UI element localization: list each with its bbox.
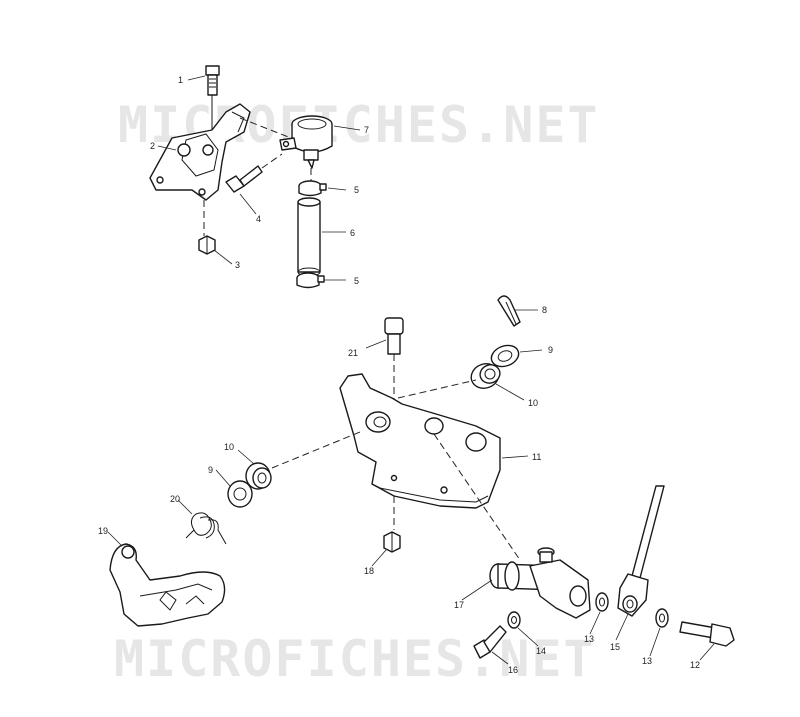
callout-9-lower: 9: [208, 465, 213, 475]
callout-14: 14: [536, 646, 546, 656]
callout-8: 8: [542, 305, 547, 315]
callout-5-lower: 5: [354, 276, 359, 286]
callout-13-right: 13: [642, 656, 652, 666]
part-5-clamp-upper: [298, 180, 327, 197]
callout-15: 15: [610, 642, 620, 652]
part-5-clamp-lower: [296, 272, 325, 289]
part-2-bracket: [149, 103, 297, 236]
callout-3: 3: [235, 260, 240, 270]
part-18-nut: [383, 531, 401, 553]
part-13-washer-left: [595, 592, 609, 612]
part-15-rod-end: [617, 485, 665, 617]
callout-1: 1: [178, 75, 183, 85]
callout-6: 6: [350, 228, 355, 238]
callout-11: 11: [532, 452, 541, 462]
callout-4: 4: [256, 214, 261, 224]
part-17-shaft: [489, 547, 591, 619]
part-10-bushing-upper: [470, 363, 501, 389]
callout-20: 20: [170, 494, 180, 504]
callout-9-upper: 9: [548, 345, 553, 355]
callout-5-upper: 5: [354, 185, 359, 195]
callout-19: 19: [98, 526, 108, 536]
leader-lines: [107, 75, 715, 665]
part-20-spring: [185, 512, 227, 545]
callout-17: 17: [454, 600, 464, 610]
callout-12: 12: [690, 660, 700, 670]
part-11-main-bracket: [339, 373, 521, 561]
callout-10-upper: 10: [528, 398, 538, 408]
callout-21: 21: [348, 348, 358, 358]
part-7-reservoir: [279, 115, 333, 182]
part-12-bolt: [679, 621, 735, 647]
part-8-cotter-pin: [497, 295, 521, 327]
part-16-bolt: [473, 625, 507, 659]
part-9-washer-upper: [490, 344, 520, 368]
part-14-washer: [507, 611, 521, 629]
part-4-bolt: [225, 153, 283, 193]
part-3-nut: [198, 235, 216, 255]
callout-10-lower: 10: [224, 442, 234, 452]
watermark-bottom: MICROFICHES.NET: [114, 630, 596, 688]
callout-labels: 1 2 3 4 5 5 6 7 8 9 9 10 10 11 12 13 13 …: [98, 75, 700, 675]
callout-18: 18: [364, 566, 374, 576]
part-10-bushing-lower: [245, 431, 361, 490]
part-13-washer-right: [655, 608, 669, 628]
part-9-washer-lower: [227, 480, 253, 508]
callout-7: 7: [364, 125, 369, 135]
callout-13-left: 13: [584, 634, 594, 644]
part-6-hose: [297, 197, 321, 277]
callout-16: 16: [508, 665, 518, 675]
part-19-pedal-lever: [109, 543, 226, 627]
callout-2: 2: [150, 141, 155, 151]
